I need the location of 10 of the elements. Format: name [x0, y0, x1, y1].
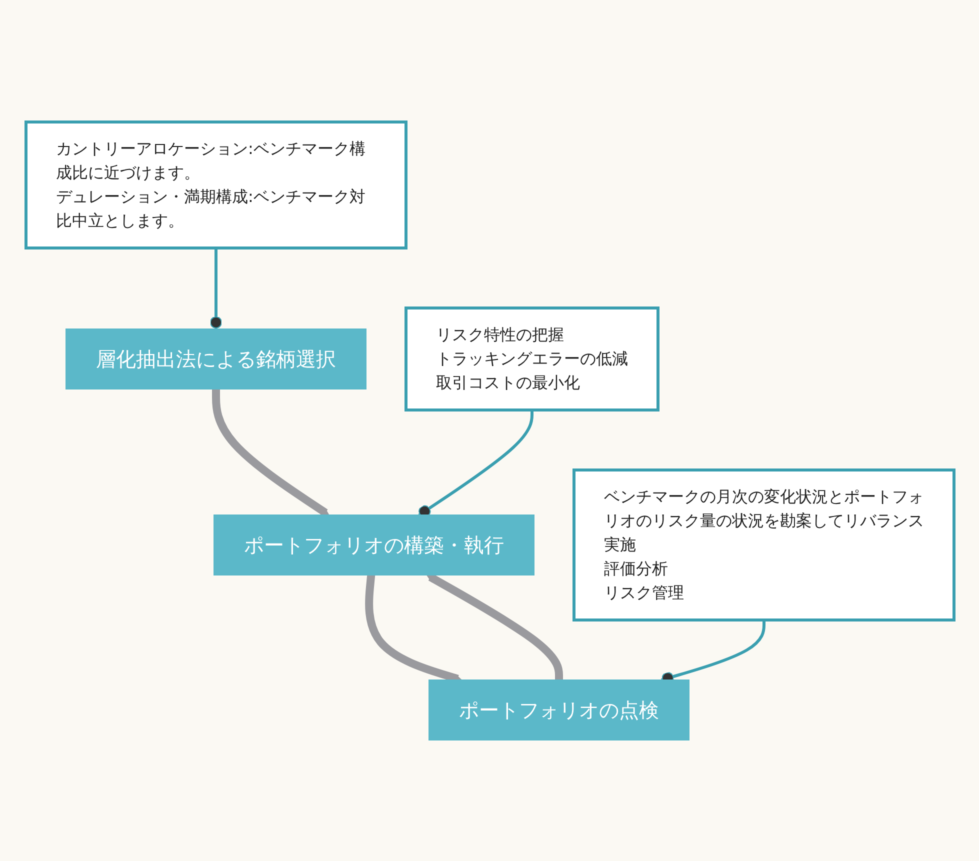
node-box: 層化抽出法による銘柄選択 — [65, 328, 366, 389]
node-box: ポートフォリオの点検 — [428, 679, 689, 740]
connector — [209, 248, 222, 328]
arrow — [212, 388, 329, 516]
node-box: リスク特性の把握 トラッキングエラーの低減 取引コストの最小化 — [404, 306, 659, 411]
node-box: ポートフォリオの構築・執行 — [213, 514, 534, 575]
node-box: カントリーアロケーション:ベンチマーク構成比に近づけます。 デュレーション・満期構成:ベンチマーク対比中立とします。 — [24, 120, 407, 249]
node-box: ベンチマークの月次の変化状況とポートフォリオのリスク量の状況を勘案してリバランス実施 評価分析 リスク管理 — [572, 468, 955, 621]
connector — [418, 410, 533, 517]
arrow — [426, 573, 562, 680]
